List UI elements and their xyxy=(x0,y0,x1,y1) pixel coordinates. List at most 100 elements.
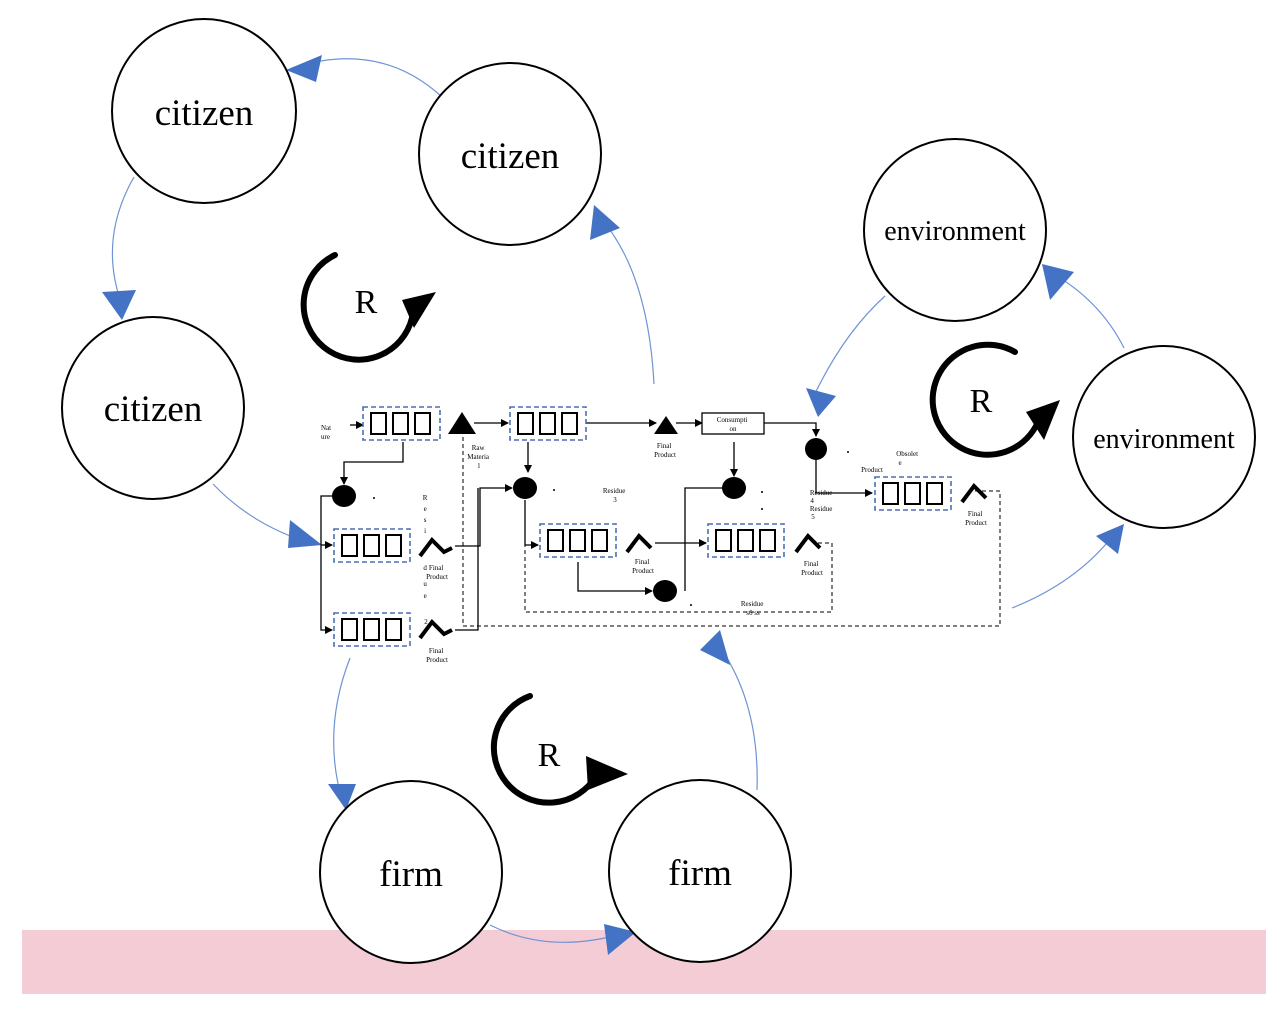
link-firm-right-to-process xyxy=(714,639,758,791)
queue-slot xyxy=(363,534,380,557)
dot xyxy=(690,604,692,606)
queue-slot xyxy=(591,529,608,552)
label-residue-vertical: R e s i d u e 2 xyxy=(423,494,429,626)
queue-slot xyxy=(341,618,358,641)
flow-bottom-node-up xyxy=(684,487,722,591)
queue-slot xyxy=(539,412,556,435)
marker-final-far-right xyxy=(960,482,988,504)
loop-label-citizen: R xyxy=(355,284,378,321)
citizen-node-top-left xyxy=(111,18,297,204)
return-loop-inner xyxy=(524,542,833,613)
marker-final-top xyxy=(654,416,678,434)
loop-arc-firm xyxy=(490,693,599,806)
stray-dots xyxy=(373,451,849,606)
marker-final-center xyxy=(625,532,653,554)
queue-slot xyxy=(370,412,387,435)
link-process-to-citizen-tr xyxy=(597,214,655,385)
queue-slot xyxy=(385,618,402,641)
dot xyxy=(847,451,849,453)
arrowhead-firm-left xyxy=(328,784,356,810)
process-labels: Nat ure Raw Materia l Final Product Cons… xyxy=(321,416,987,664)
queue-slot xyxy=(363,618,380,641)
junction-residue xyxy=(722,477,746,499)
firm-label-right: firm xyxy=(668,853,732,894)
dot xyxy=(553,489,555,491)
junction-bottom xyxy=(653,580,677,602)
environment-label-right: environment xyxy=(1093,424,1235,455)
marker-final-left-bottom xyxy=(418,618,453,640)
environment-node-top xyxy=(863,138,1047,322)
queue-slot xyxy=(414,412,431,435)
arrowhead-process-left xyxy=(288,520,322,548)
firm-label-left: firm xyxy=(379,854,443,895)
queue-slot xyxy=(759,529,776,552)
flow-queue-to-left-node xyxy=(340,442,404,485)
environment-label-top: environment xyxy=(884,216,1026,247)
firm-node-right xyxy=(608,779,792,963)
firm-node-left xyxy=(319,780,503,964)
citizen-label-top-right: citizen xyxy=(461,136,560,177)
label-final-product-left-bottom: Final Product xyxy=(426,647,448,664)
label-residue-bottom: Residue s6 ss xyxy=(741,600,765,617)
marker-final-right-mid xyxy=(794,532,822,554)
link-arrowheads xyxy=(102,55,1124,955)
marker-final-left-mid xyxy=(418,536,453,558)
loop-arrowhead-firm xyxy=(586,756,628,790)
label-final-product-left-mid: Final Product xyxy=(426,564,448,581)
queue-slot xyxy=(882,482,899,505)
label-residue-4-5: Residue 4 Residue 5 xyxy=(810,489,834,521)
link-env-top-to-process xyxy=(811,295,886,401)
junction-center xyxy=(513,477,537,499)
arrowhead-process-consumption xyxy=(806,388,836,417)
queue-slot xyxy=(569,529,586,552)
label-raw-material: Raw Materia l xyxy=(467,444,491,470)
environment-node-right xyxy=(1072,345,1256,529)
link-process-to-env-right xyxy=(1011,536,1113,609)
queue-slot xyxy=(547,529,564,552)
queue-slot xyxy=(561,412,578,435)
flow-center-node-to-queue xyxy=(524,500,539,549)
label-product: Product xyxy=(861,466,883,474)
label-consumption: Consumpti on xyxy=(717,416,749,433)
queue-slot xyxy=(904,482,921,505)
arrowhead-process-bottom xyxy=(700,630,730,665)
dot xyxy=(761,491,763,493)
loop-arrowhead-environment xyxy=(1026,400,1060,440)
label-residue-3: Residue 3 xyxy=(603,487,627,504)
loop-arc-environment xyxy=(929,341,1039,458)
label-final-product-far-right: Final Product xyxy=(965,510,987,527)
citizen-node-top-right xyxy=(418,62,602,246)
arrowhead-citizen-left xyxy=(102,290,136,320)
arrowhead-citizen-tr xyxy=(590,205,620,240)
flow-left-node-down xyxy=(320,495,333,634)
loop-label-environment: R xyxy=(970,383,993,420)
label-final-product-right-mid: Final Product xyxy=(801,560,823,577)
label-final-product-top: Final Product xyxy=(654,442,676,459)
queue-slot xyxy=(517,412,534,435)
marker-raw-material xyxy=(448,412,476,434)
label-nature: Nat ure xyxy=(321,424,333,441)
flow-bottom-final-to-residue xyxy=(455,488,479,631)
queue-slot xyxy=(737,529,754,552)
flow-consumption-to-node xyxy=(764,422,820,437)
consumption-box xyxy=(701,412,765,435)
flow-queue-to-bottom-node xyxy=(577,562,653,595)
label-obsolete: Obsolet e xyxy=(896,450,920,467)
citizen-label-top-left: citizen xyxy=(155,93,254,134)
arrowhead-env-right xyxy=(1096,524,1124,554)
return-loop-outer xyxy=(462,430,1001,627)
label-final-product-center: Final Product xyxy=(632,558,654,575)
citizen-label-left: citizen xyxy=(104,389,203,430)
link-citizen-tl-to-left xyxy=(111,176,135,306)
queue-slot xyxy=(926,482,943,505)
queue-slot xyxy=(385,534,402,557)
arrowhead-firm-right xyxy=(604,924,636,955)
queue-slot xyxy=(341,534,358,557)
junction-consumption xyxy=(805,438,827,460)
loop-label-firm: R xyxy=(538,737,561,774)
flow-node-to-obsolete-queue xyxy=(815,460,873,497)
dot xyxy=(761,508,763,510)
junction-left xyxy=(332,485,356,507)
